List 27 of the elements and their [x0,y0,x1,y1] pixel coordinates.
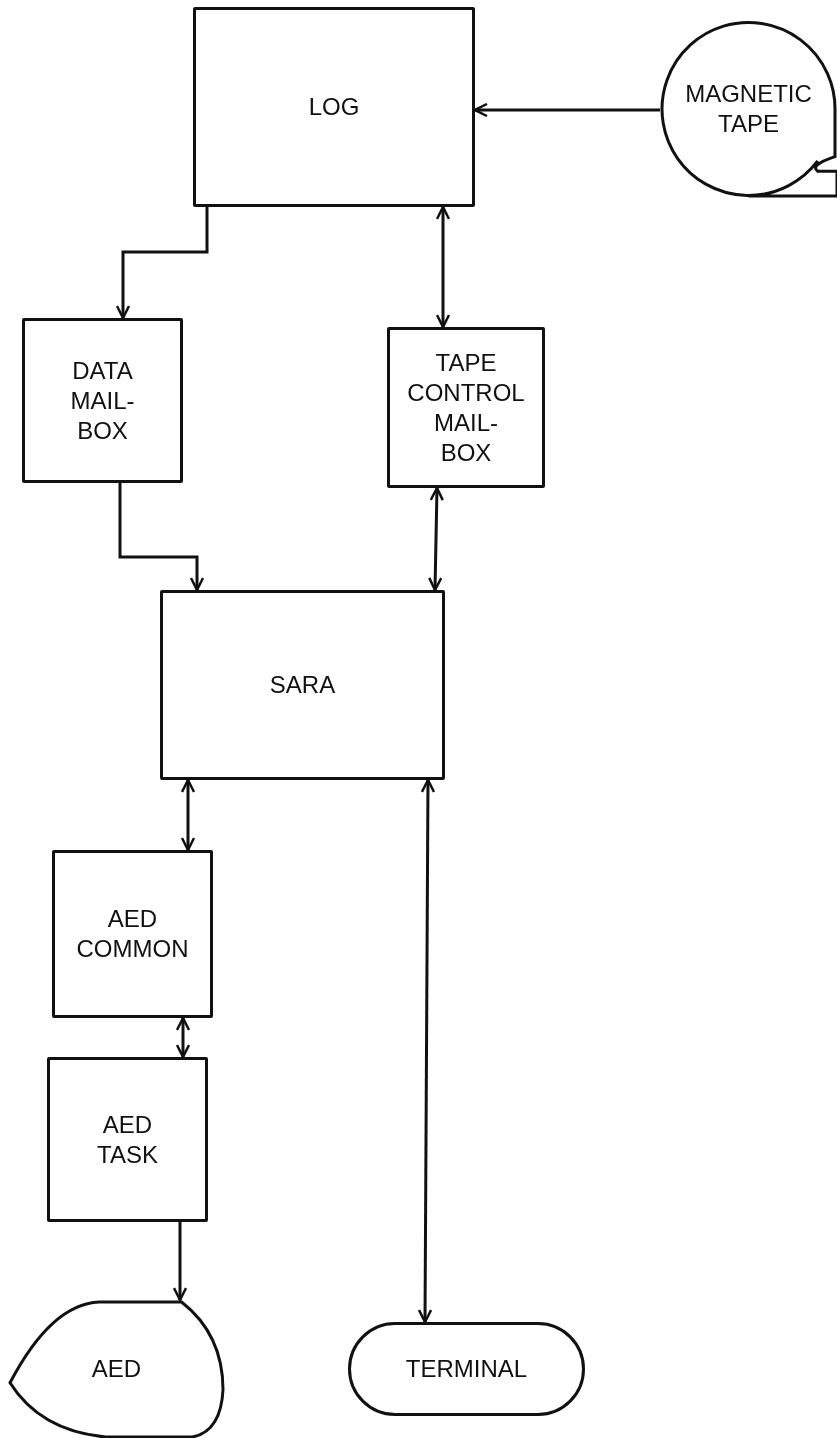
node-label: AED TASK [96,1109,159,1170]
process-box [160,590,445,780]
arrow [417,778,436,1324]
process-box [52,850,213,1018]
arrow [473,102,660,118]
node-label: TAPE CONTROL MAIL- BOX [406,347,526,468]
node-label: MAGNETIC TAPE [684,79,813,139]
process-box [22,318,183,483]
process-box [387,327,545,488]
arrow [172,1222,188,1302]
arrow [115,207,209,320]
node-label: AED COMMON [75,904,190,964]
process-box [193,7,475,207]
arrow [180,778,196,852]
arrow [175,1016,191,1059]
node-label: TERMINAL [405,1354,528,1384]
arrow [118,483,205,592]
node-label: AED [91,1354,142,1384]
arrow [435,205,451,329]
node-label: DATA MAIL- BOX [69,355,136,446]
process-box [47,1057,208,1222]
display-symbol [8,1300,225,1438]
node-label: SARA [269,670,336,700]
terminal-symbol [348,1322,585,1416]
arrow [428,486,444,592]
node-label: LOG [308,92,360,122]
magnetic-tape-symbol [660,20,837,198]
